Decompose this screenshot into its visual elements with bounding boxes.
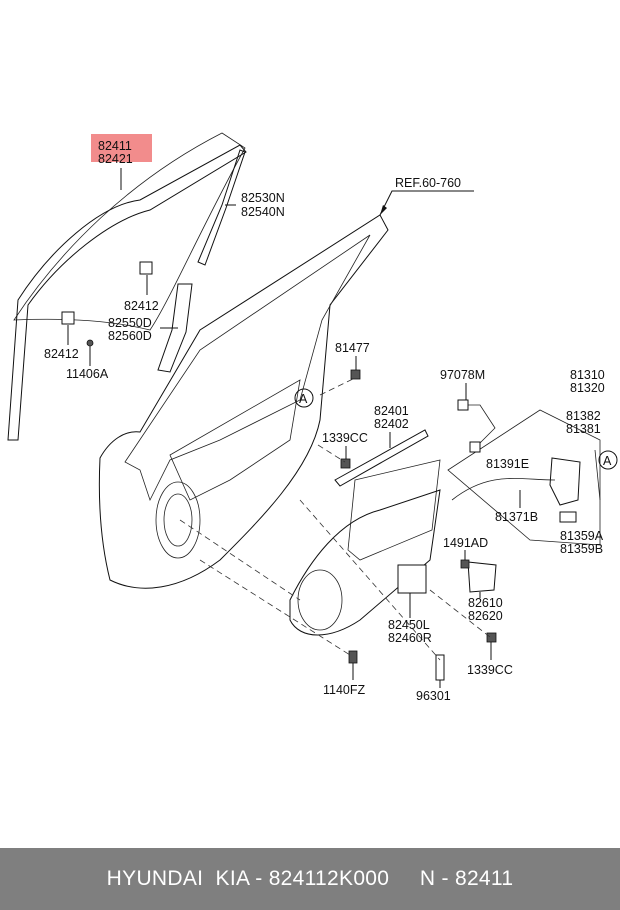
label-1140fz: 1140FZ bbox=[323, 683, 366, 697]
rear-lower-channel bbox=[157, 283, 193, 373]
regulator-motor bbox=[397, 564, 427, 594]
label-81381: 81381 bbox=[566, 422, 601, 436]
label-81371b: 81371B bbox=[495, 510, 538, 524]
regulator-rail bbox=[347, 459, 441, 561]
label-82610: 82610 bbox=[468, 596, 503, 610]
label-82401: 82401 bbox=[374, 404, 409, 418]
speaker-opening bbox=[155, 481, 201, 559]
leader-dash-5 bbox=[299, 499, 441, 661]
bolt-81477 bbox=[350, 369, 361, 380]
label-81359b: 81359B bbox=[560, 542, 603, 556]
leader-dash-1 bbox=[319, 377, 356, 396]
glass-clip-lower bbox=[61, 311, 75, 325]
door-glass bbox=[13, 132, 246, 331]
label-82411: 82411 bbox=[98, 139, 132, 153]
glass-clip-upper bbox=[139, 261, 153, 275]
circle-a-label-left: A bbox=[299, 392, 308, 406]
leader-dash-6 bbox=[429, 589, 491, 638]
circle-a-label-right: A bbox=[603, 454, 612, 468]
label-81382: 81382 bbox=[566, 409, 601, 423]
label-81320: 81320 bbox=[570, 381, 605, 395]
label-82560d: 82560D bbox=[108, 329, 152, 343]
connector-upper bbox=[457, 399, 469, 411]
nut-1339cc-lower bbox=[486, 632, 497, 643]
nut-1339cc-upper bbox=[340, 458, 351, 469]
clip-1491ad bbox=[460, 559, 470, 569]
label-81310: 81310 bbox=[570, 368, 605, 382]
door-latch bbox=[549, 457, 581, 506]
circle-a-marker-right bbox=[598, 450, 618, 470]
door-module-panel bbox=[289, 489, 441, 636]
striker-clip bbox=[559, 511, 577, 523]
latch-cable-box bbox=[447, 409, 601, 546]
glass-run-channel bbox=[7, 144, 247, 441]
bolt-1140fz bbox=[348, 650, 358, 664]
label-82412-lower: 82412 bbox=[44, 347, 79, 361]
window-regulator bbox=[334, 429, 429, 487]
label-1339cc-upper: 1339CC bbox=[322, 431, 368, 445]
label-1339cc-lower: 1339CC bbox=[467, 663, 513, 677]
highlight-box bbox=[91, 134, 152, 162]
door-inner-frame bbox=[124, 234, 371, 502]
label-82550d: 82550D bbox=[108, 316, 152, 330]
label-96301: 96301 bbox=[416, 689, 451, 703]
handle-bracket bbox=[467, 561, 497, 593]
label-81359a: 81359A bbox=[560, 529, 604, 543]
label-97078m: 97078M bbox=[440, 368, 485, 382]
parts-diagram: 82411 82421 82530N 82540N 82412 82550D 8… bbox=[7, 132, 618, 703]
ref-arrow bbox=[380, 205, 387, 215]
label-81391e: 81391E bbox=[486, 457, 529, 471]
connector-lower bbox=[469, 441, 481, 453]
label-11406a: 11406A bbox=[66, 367, 109, 381]
label-82460r: 82460R bbox=[388, 631, 432, 645]
leader-dash-3 bbox=[199, 559, 351, 656]
label-81477: 81477 bbox=[335, 341, 370, 355]
label-82450l: 82450L bbox=[388, 618, 430, 632]
label-82540n: 82540N bbox=[241, 205, 285, 219]
part-number-footer: HYUNDAI KIA - 824112K000 N - 82411 bbox=[0, 848, 620, 910]
pin-96301 bbox=[435, 654, 445, 681]
label-82412-upper: 82412 bbox=[124, 299, 159, 313]
wiring-harness bbox=[462, 404, 496, 446]
leader-dash-2 bbox=[317, 444, 346, 463]
latch-cable bbox=[451, 478, 556, 501]
label-82620: 82620 bbox=[468, 609, 503, 623]
label-82421: 82421 bbox=[98, 152, 133, 166]
circle-a-marker-left bbox=[294, 388, 314, 408]
door-panel bbox=[98, 214, 389, 589]
label-ref: REF.60-760 bbox=[395, 176, 461, 190]
speaker-opening-inner bbox=[163, 493, 193, 547]
label-82402: 82402 bbox=[374, 417, 409, 431]
footer-text: HYUNDAI KIA - 824112K000 N - 82411 bbox=[106, 867, 514, 890]
latch-rod bbox=[594, 449, 601, 501]
bolt-11406a bbox=[86, 339, 94, 347]
label-82530n: 82530N bbox=[241, 191, 285, 205]
label-1491ad: 1491AD bbox=[443, 536, 488, 550]
ref-leader bbox=[379, 190, 474, 216]
door-inner-opening bbox=[169, 379, 301, 501]
belt-weatherstrip bbox=[197, 149, 246, 266]
leader-dash-4 bbox=[179, 519, 301, 601]
module-speaker-hole bbox=[297, 569, 343, 631]
